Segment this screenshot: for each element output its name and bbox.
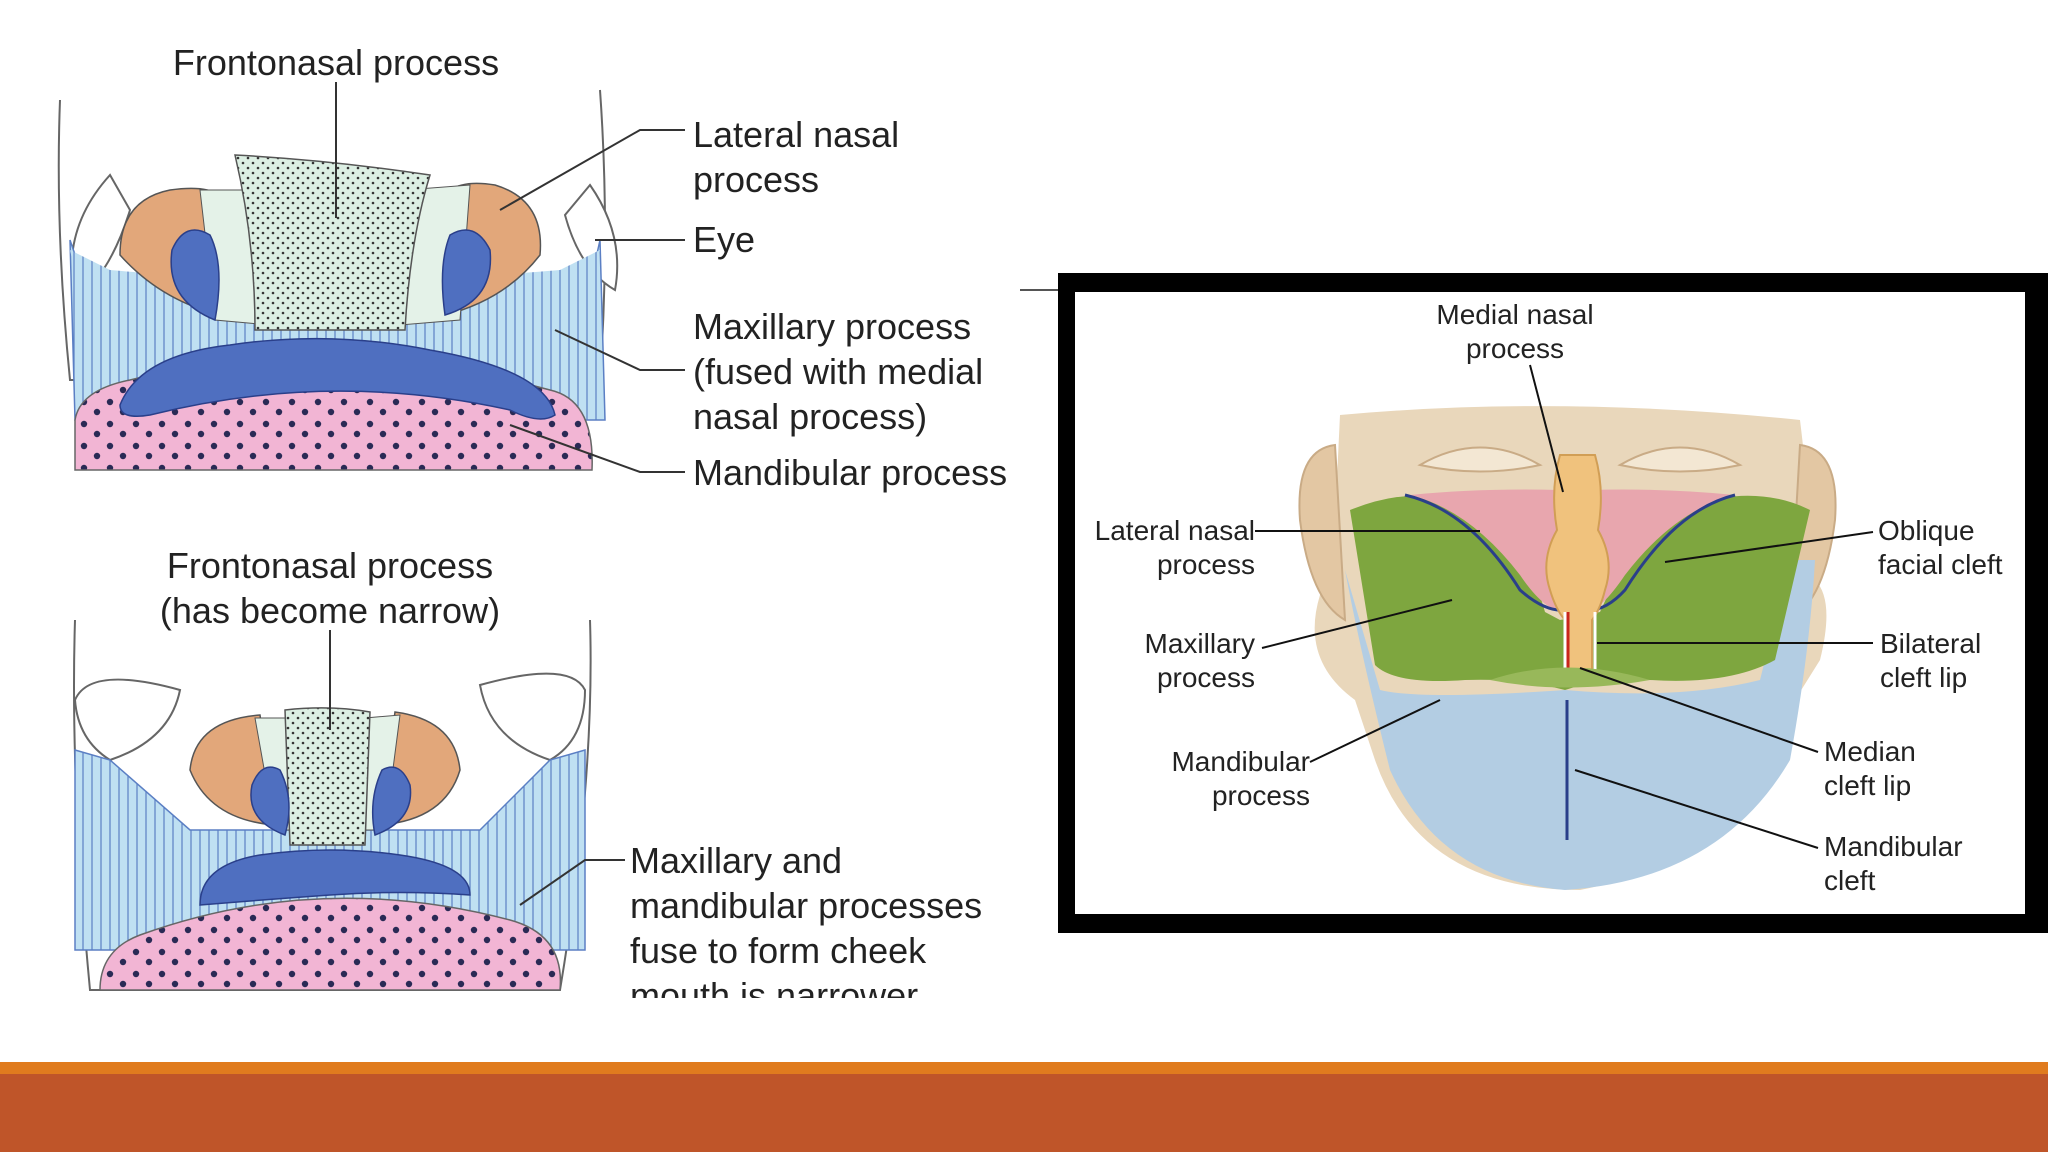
bottom-frontonasal xyxy=(284,707,371,846)
face-medial-nasal-label: Medial nasal process xyxy=(1436,299,1594,364)
face-maxillary-label: Maxillary process xyxy=(1144,628,1255,693)
top-maxillary-label: Maxillary process (fused with medial nas… xyxy=(693,306,984,437)
bottom-frontonasal-label: Frontonasal process (has become narrow) xyxy=(159,545,501,631)
top-left-nasal-pit xyxy=(170,229,220,322)
face-oblique-cleft-label: Oblique facial cleft xyxy=(1878,515,2003,580)
bottom-right-nasal-pit xyxy=(371,766,412,837)
top-right-nasal-pit xyxy=(441,229,492,316)
top-lateral-nasal-label: Lateral nasal process xyxy=(693,114,900,200)
face-blue xyxy=(1345,560,1815,890)
top-stomodeum xyxy=(119,337,556,420)
face-pink-right xyxy=(1585,489,1735,612)
face-left-ear xyxy=(1298,443,1347,622)
face-diagram xyxy=(1020,273,2048,933)
top-mandibular-label: Mandibular process xyxy=(693,452,1008,493)
bottom-embryo-diagram xyxy=(73,619,625,991)
face-mandibular-cleft-label: Mandibular cleft xyxy=(1824,831,1963,896)
bottom-fusion-label: Maxillary and mandibular processes fuse … xyxy=(630,840,983,998)
footer-bar xyxy=(0,1074,2048,1152)
top-right-eye xyxy=(563,183,619,292)
bottom-mandibular xyxy=(99,897,562,991)
footer-accent-stripe xyxy=(0,1062,2048,1074)
top-embryo-diagram xyxy=(57,82,685,473)
bottom-stomodeum xyxy=(199,849,471,906)
face-bilateral-cleft-label: Bilateral cleft lip xyxy=(1880,628,1982,693)
bottom-left-nasal-pit xyxy=(250,766,290,836)
face-lateral-nasal-label: Lateral nasal process xyxy=(1094,515,1255,580)
face-mandibular-label: Mandibular process xyxy=(1171,746,1310,811)
face-green xyxy=(1350,495,1810,690)
top-frontonasal xyxy=(234,154,431,331)
face-pink-left xyxy=(1410,489,1565,612)
bottom-right-eye xyxy=(478,672,587,762)
top-eye-label: Eye xyxy=(693,219,756,260)
bottom-left-eye xyxy=(73,678,182,762)
top-frontonasal-label: Frontonasal process xyxy=(172,42,500,83)
face-median-cleft-label: Median cleft lip xyxy=(1824,736,1916,801)
